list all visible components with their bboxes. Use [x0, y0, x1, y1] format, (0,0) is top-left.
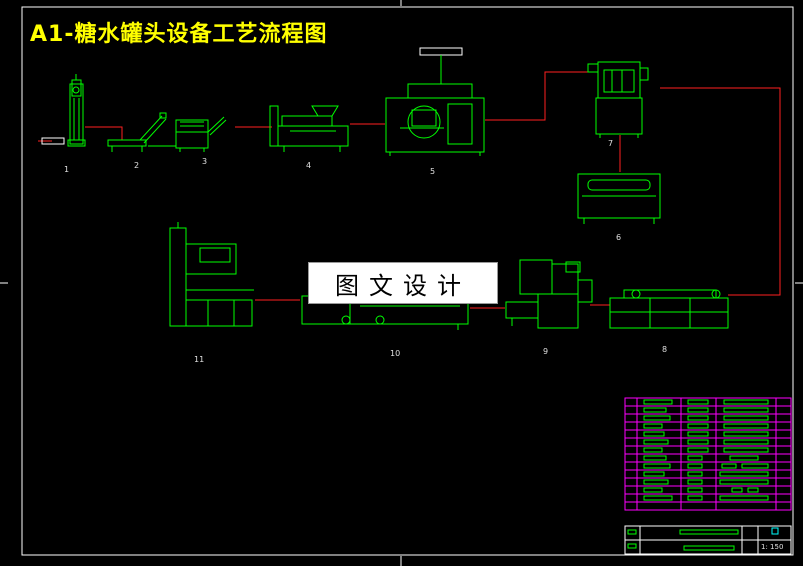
equipment-label-1: 1	[64, 165, 69, 174]
equipment-label-10: 10	[390, 349, 400, 358]
flow-line-7-8	[660, 87, 781, 296]
flow-line-5-7	[485, 71, 595, 121]
equipment-label-4: 4	[306, 161, 311, 170]
equipment-7-filler	[587, 61, 649, 138]
equipment-8-sterilizer	[609, 289, 729, 329]
process-flow-lines	[38, 71, 781, 309]
equipment-4-peeler	[269, 105, 349, 152]
equipment-2-conveyor	[107, 112, 176, 152]
equipment-label-3: 3	[202, 157, 207, 166]
equipment-3-washer	[175, 116, 227, 152]
equipment-label-6: 6	[616, 233, 621, 242]
equipment-11-labeler	[169, 222, 254, 327]
equipment-label-9: 9	[543, 347, 548, 356]
equipment-label-5: 5	[430, 167, 435, 176]
equipment-1-elevator	[41, 74, 86, 147]
equipment-label-2: 2	[134, 161, 139, 170]
watermark-stamp: 图文设计	[308, 262, 498, 304]
bom-table	[624, 397, 792, 555]
equipment-label-11: 11	[194, 355, 204, 364]
equipment-6-exhaust-box	[577, 173, 661, 224]
flow-line-1-2	[85, 126, 123, 140]
equipment-label-7: 7	[608, 139, 613, 148]
equipment-label-8: 8	[662, 345, 667, 354]
equipment-9-sealer	[505, 259, 593, 329]
equipment-5-blancher	[385, 47, 485, 156]
title-block-scale: 1: 150	[761, 543, 783, 551]
drawing-title: A1-糖水罐头设备工艺流程图	[30, 22, 328, 47]
